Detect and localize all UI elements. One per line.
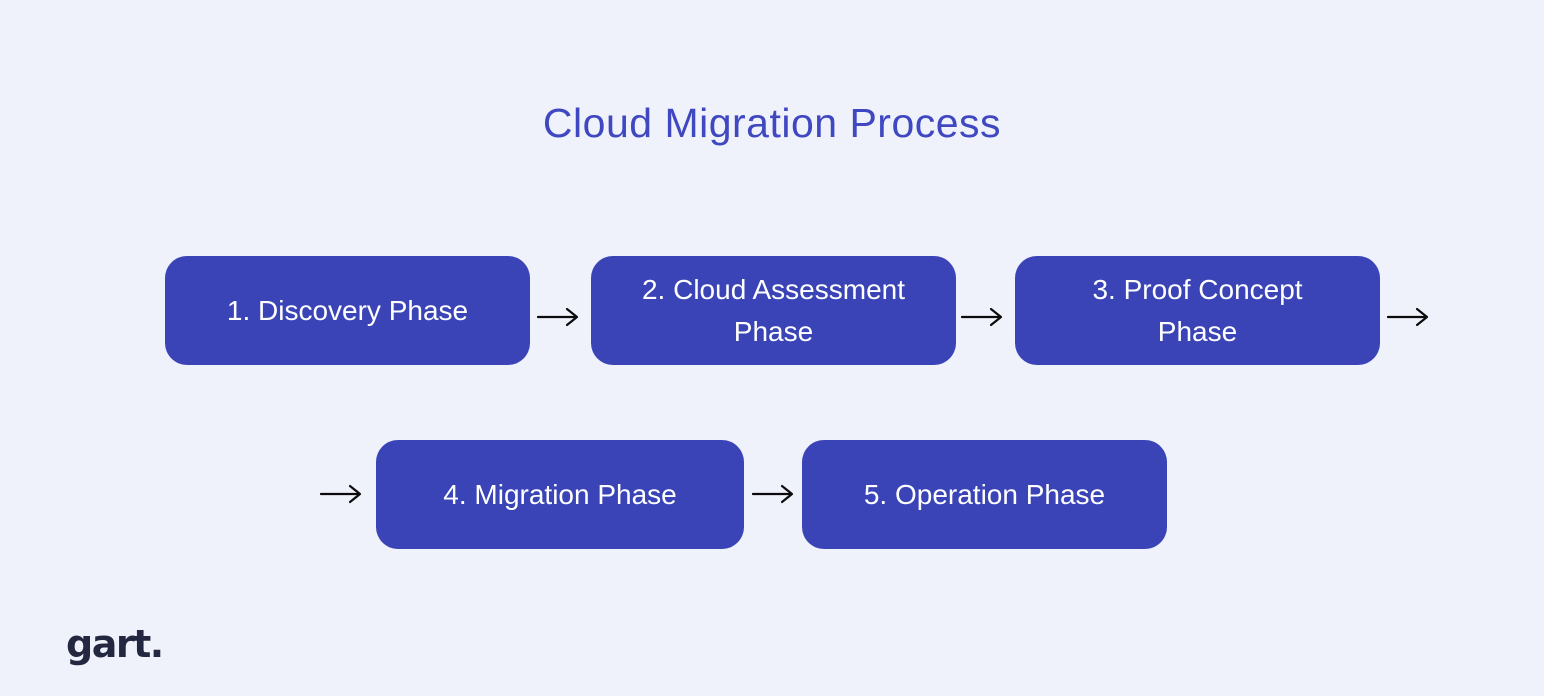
step-box-discovery: 1. Discovery Phase — [165, 256, 530, 365]
bottom-edge-strip — [0, 696, 1544, 700]
gart-logo: gart. — [66, 622, 164, 666]
flow-arrow-icon — [320, 482, 366, 506]
flow-arrow-icon — [1387, 305, 1433, 329]
step-label: 5. Operation Phase — [863, 478, 1106, 510]
step-box-migration: 4. Migration Phase — [376, 440, 744, 549]
flow-arrow-icon — [752, 482, 798, 506]
step-box-operation: 5. Operation Phase — [802, 440, 1167, 549]
step-label: 4. Migration Phase — [443, 478, 677, 510]
step-label: 2. Cloud Assessment Phase — [641, 273, 906, 347]
flow-arrow-icon — [537, 305, 583, 329]
page-title: Cloud Migration Process — [542, 100, 1002, 146]
step-box-cloud-assessment: 2. Cloud Assessment Phase — [591, 256, 956, 365]
step-label: 1. Discovery Phase — [226, 294, 469, 326]
step-box-proof-concept: 3. Proof Concept Phase — [1015, 256, 1380, 365]
flow-arrow-icon — [961, 305, 1007, 329]
step-label: 3. Proof Concept Phase — [1092, 273, 1303, 347]
